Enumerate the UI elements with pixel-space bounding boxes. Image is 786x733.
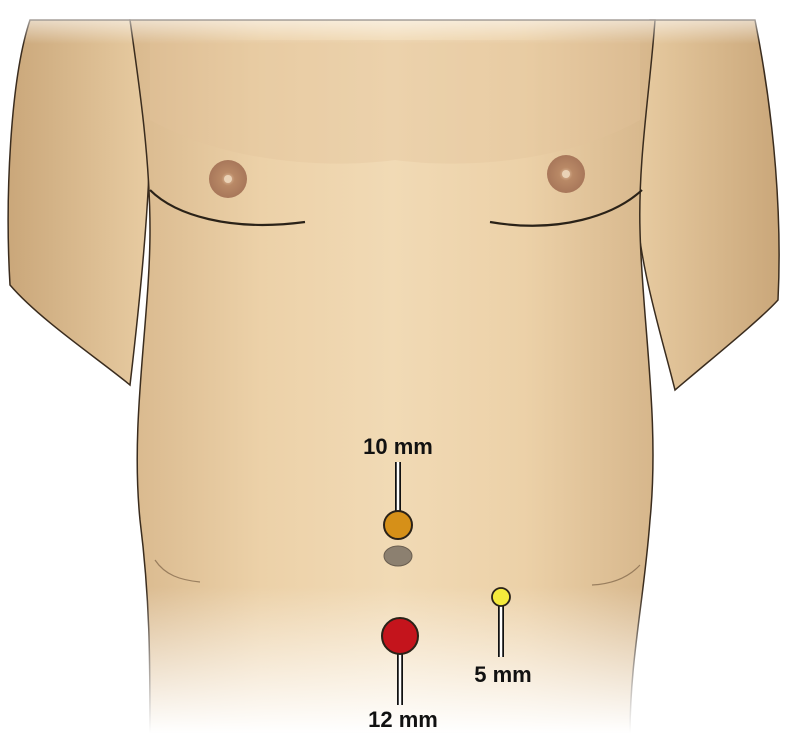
port-10mm-label: 10 mm (363, 434, 433, 459)
port-10mm-marker (383, 510, 413, 540)
port-5mm-label: 5 mm (474, 662, 531, 687)
port-5mm-marker (491, 587, 511, 607)
umbilicus (383, 545, 413, 567)
port-10mm: 10 mm (363, 434, 433, 540)
port-12mm: 12 mm (368, 617, 438, 732)
port-5mm: 5 mm (474, 587, 532, 687)
port-12mm-marker (381, 617, 419, 655)
port-12mm-label: 12 mm (368, 707, 438, 732)
